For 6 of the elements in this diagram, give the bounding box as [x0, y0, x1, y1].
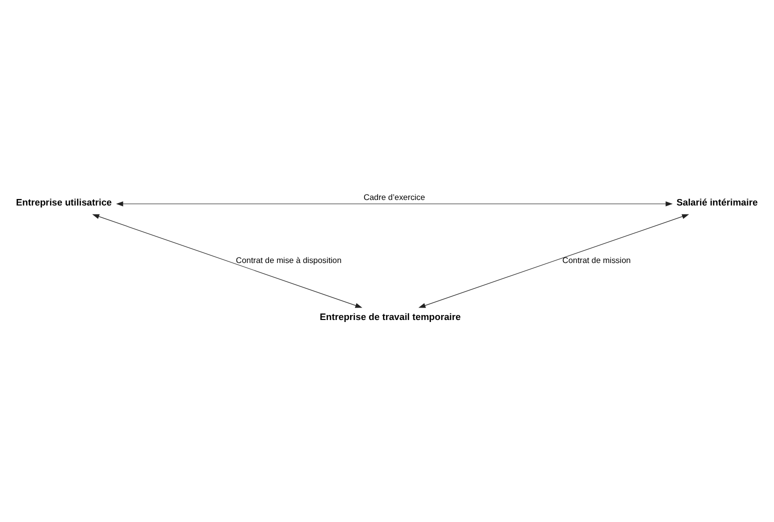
node-text: Entreprise de travail temporaire: [320, 312, 461, 322]
node-text: Salarié intérimaire: [676, 198, 758, 208]
node-text: Entreprise utilisatrice: [16, 198, 112, 208]
arrow: [116, 201, 673, 206]
arrow: [418, 214, 690, 308]
arrow: [92, 214, 362, 308]
